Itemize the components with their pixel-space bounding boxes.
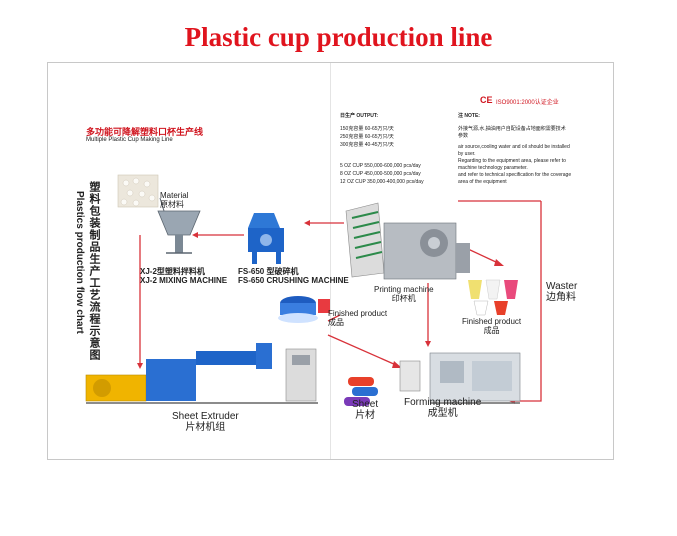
finished-product-label-left: Finished product 成品 [328, 309, 388, 327]
arrow-heads [137, 220, 515, 404]
output-line: 8 OZ CUP 450,000-500,000 pcs/day [340, 171, 421, 177]
arrow-waster-return [515, 201, 542, 402]
printing-machine-label: Printing machine 印杯机 [374, 285, 434, 303]
mixing-machine-image [157, 197, 201, 254]
note-line: Regarding to the equipment area, please … [458, 158, 566, 164]
note-line: area of the equipment [458, 179, 507, 185]
waster-label: Waster 边角料 [546, 281, 578, 303]
brochure-sheet: 多功能可降解塑料口杯生产线 Multiple Plastic Cup Makin… [47, 62, 614, 460]
page-title: Plastic cup production line [184, 22, 493, 52]
iso-badge: ISO9001:2000认证企业 [496, 100, 559, 106]
flow-diagram-graphics [85, 174, 542, 406]
output-heading: 日生产 OUTPUT: [340, 113, 379, 119]
note-line: 参数 [458, 133, 469, 139]
note-line: and refer to technical specification for… [458, 172, 572, 178]
finished-product-label-right: Finished product 成品 [462, 317, 522, 335]
flow-chart-title-en: Plastics production flow chart [74, 191, 85, 334]
arrow-extruder-to-forming [327, 334, 397, 366]
pellet-dots [120, 177, 156, 207]
material-label: Material 原材料 [160, 191, 189, 209]
en-line-title: Multiple Plastic Cup Making Line [86, 137, 173, 143]
output-line: 12 OZ CUP 350,000-400,000 pcs/day [340, 179, 424, 185]
printing-machine-image [345, 202, 470, 280]
flow-arrows [139, 200, 542, 402]
ce-mark: CE [480, 95, 493, 105]
arrow-printer-to-finished [467, 248, 499, 264]
output-line: 5 OZ CUP 550,000-600,000 pcs/day [340, 163, 421, 169]
arrow-head [192, 232, 198, 238]
note-line: air source,cooling water and oil should … [458, 144, 570, 150]
sheet-extruder-image [85, 343, 318, 404]
note-line: by user. [458, 151, 476, 157]
page-fold [330, 63, 331, 459]
note-heading: 注 NOTE: [458, 113, 480, 119]
arrow-extruder-to-finished [327, 314, 341, 322]
forming-machine-label: Forming machine 成型机 [404, 397, 482, 419]
arrow-head [304, 220, 310, 226]
printed-cups-image [468, 279, 518, 316]
arrow-head [494, 259, 504, 266]
arrow-head [392, 361, 402, 368]
output-line: 150克容量 60-65万只/天 [340, 126, 394, 132]
arrow-head [137, 363, 143, 369]
output-line: 250克容量 60-65万只/天 [340, 134, 394, 140]
sheet-label: Sheet 片材 [352, 399, 379, 421]
arrow-head [425, 341, 431, 347]
crushing-machine-image [248, 213, 284, 264]
bowls-image [278, 296, 330, 323]
forming-machine-image [399, 352, 521, 404]
crushing-machine-label: FS-650 型破碎机 FS-650 CRUSHING MACHINE [238, 267, 349, 285]
note-line: 外接气源,水,抽油用户自配设备占地面积需要技术 [458, 126, 566, 132]
cn-line-title: 多功能可降解塑料口杯生产线 [86, 127, 204, 137]
sheet-rolls-image [344, 377, 378, 406]
note-line: machine technology parameter. [458, 165, 528, 171]
flow-chart-title-cn: 塑料包装制品生产工艺流程示意图 [88, 181, 100, 361]
sheet-extruder-label: Sheet Extruder 片材机组 [172, 411, 239, 433]
mixing-machine-label: XJ-2型塑料拌料机 XJ-2 MIXING MACHINE [140, 267, 228, 285]
output-line: 300克容量 40-45万只/天 [340, 142, 394, 148]
